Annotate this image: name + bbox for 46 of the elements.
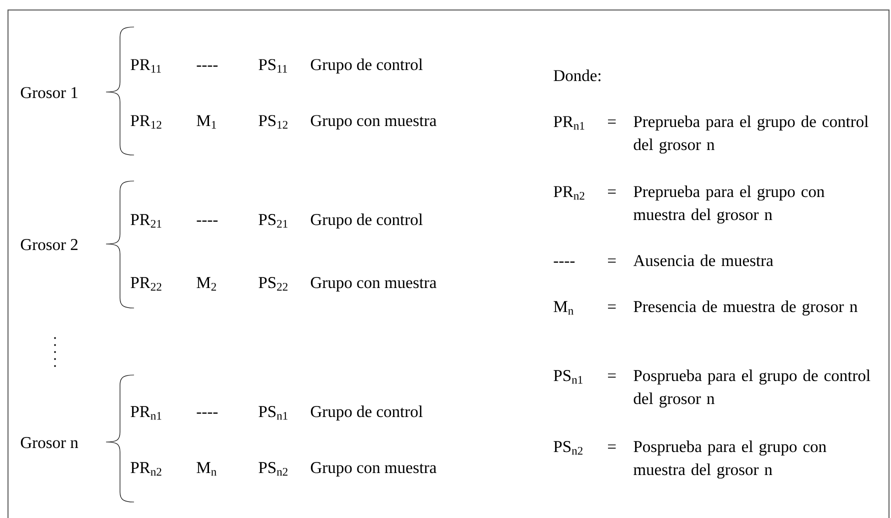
group-label: Grosor n [20, 437, 78, 448]
symbol: PS$_{22}$ [258, 277, 288, 291]
legend-term: PR$_{n1}$ [554, 116, 584, 130]
definition-text: Posprueba para el grupo de control del grosor n [634, 370, 870, 408]
symbol: PS$_{11}$ [258, 59, 287, 73]
symbol: PR$_{21}$ [130, 214, 162, 228]
group-label: Grosor 2 [20, 239, 78, 250]
dash-symbol: ---- [196, 66, 218, 67]
legend-term: ---- [554, 262, 575, 263]
symbol: PR$_{12}$ [130, 115, 162, 129]
group-name: Grupo de control [310, 214, 423, 228]
group-name: Grupo de control [310, 406, 423, 420]
symbol: PR$_{11}$ [130, 59, 161, 73]
dash-symbol: M$_{2}$ [196, 277, 216, 291]
dash-symbol: ---- [196, 412, 218, 414]
group-name: Grupo con muestra [310, 462, 436, 476]
legend-term: PR$_{n2}$ [554, 186, 584, 200]
equals-sign: = [608, 189, 616, 194]
equals-sign: = [608, 304, 616, 309]
equals-sign: = [608, 258, 616, 263]
dash-symbol: M$_{1}$ [196, 115, 216, 129]
dash-symbol: ---- [196, 220, 218, 222]
group-name: Grupo con muestra [310, 115, 436, 130]
definition-text: Posprueba para el grupo con muestra del grosor n [634, 440, 826, 479]
group-name: Grupo de control [310, 58, 423, 74]
equals-sign: = [608, 119, 616, 124]
legend-term: PS$_{n2}$ [554, 441, 582, 455]
symbol: PS$_{21}$ [258, 214, 288, 228]
dash-symbol: M$_{n}$ [196, 462, 216, 476]
equals-sign: = [608, 444, 616, 449]
heading: Donde: [554, 70, 600, 82]
symbol: PR$_{n2}$ [130, 462, 162, 476]
symbol: PS$_{n1}$ [258, 406, 288, 420]
symbol: PR$_{22}$ [130, 277, 162, 291]
equals-sign: = [608, 373, 616, 378]
symbol: PS$_{12}$ [258, 115, 288, 129]
legend-term: PS$_{n1}$ [554, 370, 582, 384]
group-name: Grupo con muestra [310, 277, 436, 292]
definition-text: Presencia de muestra de grosor n [634, 300, 858, 316]
definition-text: Preprueba para el grupo de control del grosor n [634, 116, 868, 154]
group-label: Grosor 1 [20, 87, 78, 98]
legend-term: M$_{n}$ [554, 301, 574, 315]
symbol: PR$_{n1}$ [130, 406, 162, 420]
definition-text: Preprueba para el grupo con muestra del grosor n [634, 186, 824, 224]
symbol: PS$_{n2}$ [258, 462, 288, 476]
definition-text: Ausencia de muestra [633, 254, 774, 266]
